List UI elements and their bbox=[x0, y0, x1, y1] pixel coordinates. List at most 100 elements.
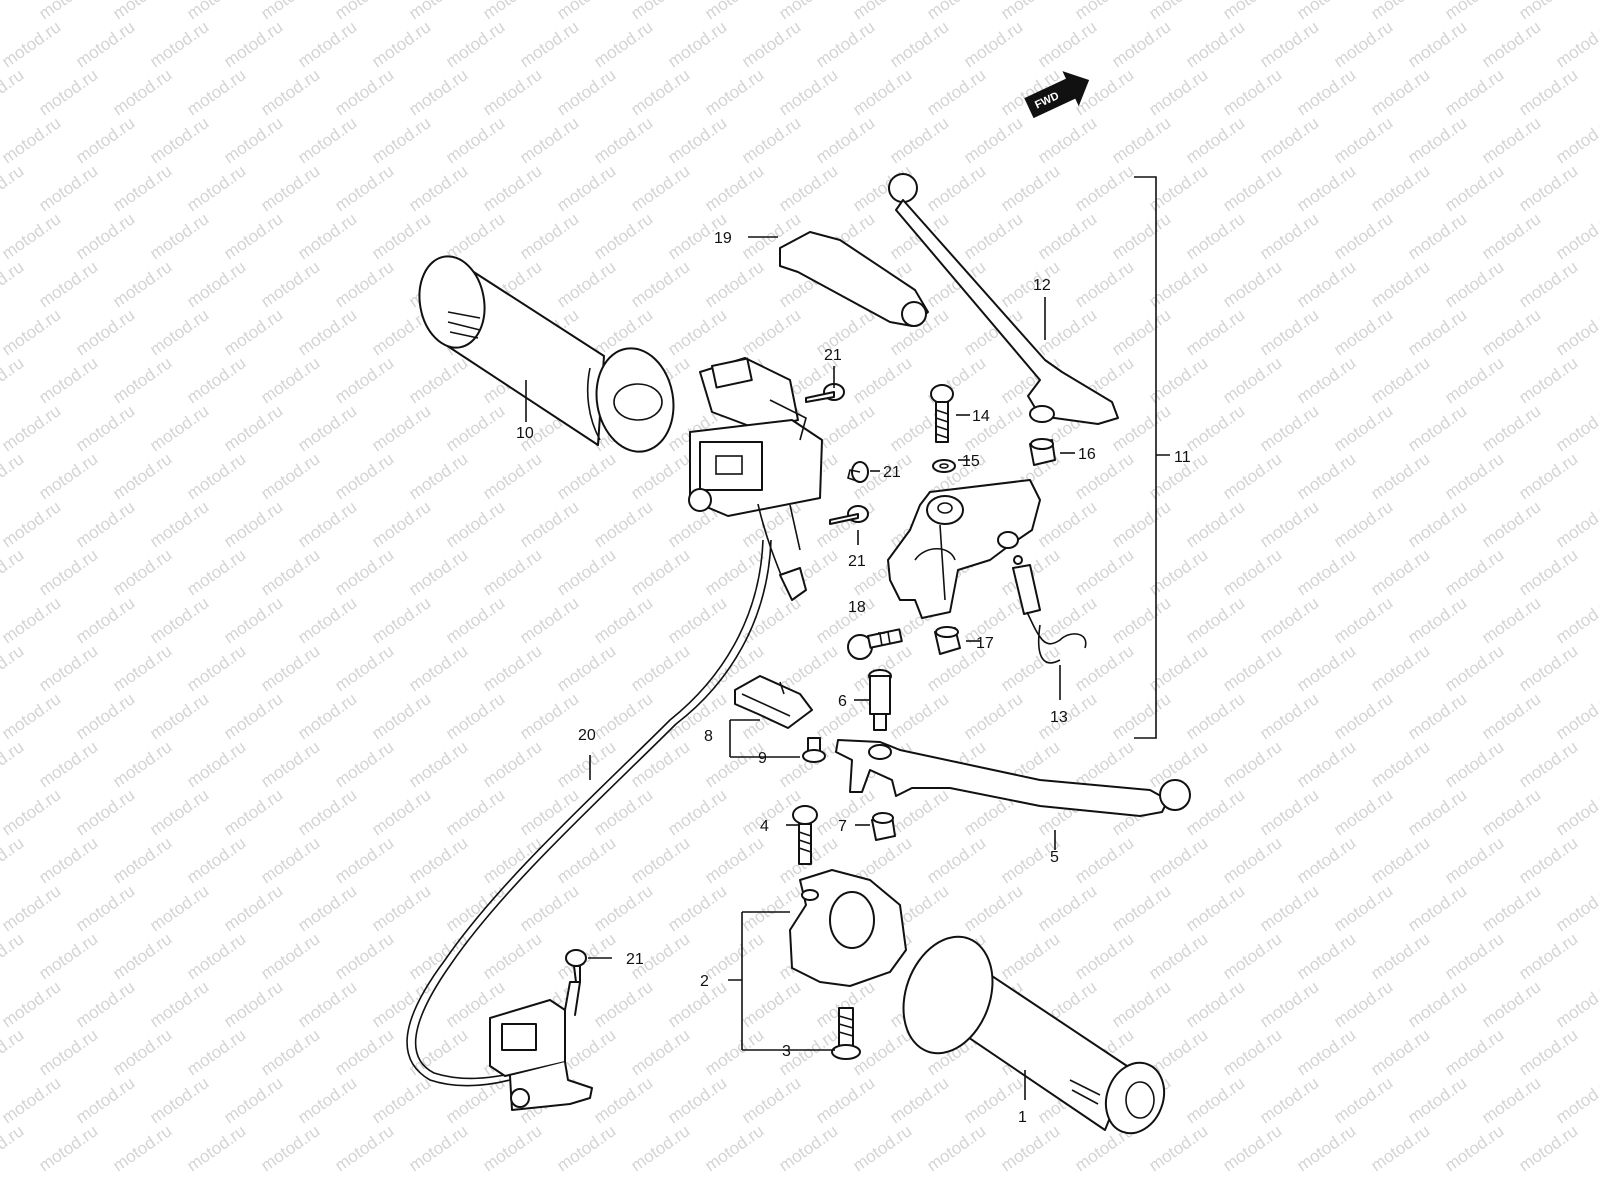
watermark-text: motod.ru bbox=[590, 209, 656, 263]
watermark-text: motod.ru bbox=[1293, 353, 1359, 407]
watermark-text: motod.ru bbox=[1404, 785, 1470, 839]
watermark-text: motod.ru bbox=[0, 881, 64, 935]
watermark-text: motod.ru bbox=[35, 353, 101, 407]
watermark-text: motod.ru bbox=[1441, 929, 1507, 983]
watermark-text: motod.ru bbox=[405, 737, 471, 791]
throttle-housing bbox=[789, 869, 907, 987]
watermark-text: motod.ru bbox=[1293, 833, 1359, 887]
callout-21-d: 21 bbox=[626, 951, 644, 968]
watermark-text: motod.ru bbox=[479, 449, 545, 503]
watermark-text: motod.ru bbox=[1478, 593, 1544, 647]
watermark-text: motod.ru bbox=[1404, 305, 1470, 359]
watermark-text: motod.ru bbox=[146, 497, 212, 551]
watermark-text: motod.ru bbox=[1256, 305, 1322, 359]
watermark-text: motod.ru bbox=[1145, 65, 1211, 119]
watermark-text: motod.ru bbox=[479, 545, 545, 599]
watermark-text: motod.ru bbox=[997, 929, 1063, 983]
watermark-text: motod.ru bbox=[1256, 689, 1322, 743]
watermark-text: motod.ru bbox=[72, 1073, 138, 1127]
watermark-text: motod.ru bbox=[812, 305, 878, 359]
watermark-text: motod.ru bbox=[72, 977, 138, 1031]
hazard-switch bbox=[489, 981, 593, 1111]
watermark-text: motod.ru bbox=[1108, 977, 1174, 1031]
watermark-text: motod.ru bbox=[1330, 497, 1396, 551]
watermark-text: motod.ru bbox=[627, 833, 693, 887]
watermark-text: motod.ru bbox=[220, 593, 286, 647]
callout-14: 14 bbox=[972, 408, 990, 425]
watermark-text: motod.ru bbox=[257, 545, 323, 599]
watermark-text: motod.ru bbox=[1293, 737, 1359, 791]
nut-16 bbox=[1029, 438, 1056, 466]
watermark-text: motod.ru bbox=[590, 113, 656, 167]
watermark-text: motod.ru bbox=[886, 689, 952, 743]
watermark-text: motod.ru bbox=[0, 65, 27, 119]
watermark-text: motod.ru bbox=[72, 689, 138, 743]
watermark-text: motod.ru bbox=[0, 161, 27, 215]
watermark-text: motod.ru bbox=[35, 833, 101, 887]
watermark-text: motod.ru bbox=[701, 1121, 767, 1175]
watermark-text: motod.ru bbox=[257, 161, 323, 215]
watermark-text: motod.ru bbox=[35, 545, 101, 599]
watermark-text: motod.ru bbox=[146, 401, 212, 455]
watermark-text: motod.ru bbox=[1256, 977, 1322, 1031]
watermark-text: motod.ru bbox=[0, 545, 27, 599]
watermark-text: motod.ru bbox=[1145, 929, 1211, 983]
watermark-text: motod.ru bbox=[257, 65, 323, 119]
watermark-text: motod.ru bbox=[1552, 689, 1600, 743]
watermark-text: motod.ru bbox=[405, 833, 471, 887]
watermark-text: motod.ru bbox=[960, 401, 1026, 455]
watermark-text: motod.ru bbox=[0, 497, 64, 551]
watermark-text: motod.ru bbox=[1256, 593, 1322, 647]
watermark-text: motod.ru bbox=[1034, 209, 1100, 263]
watermark-text: motod.ru bbox=[1330, 1073, 1396, 1127]
watermark-text: motod.ru bbox=[1182, 785, 1248, 839]
watermark-text: motod.ru bbox=[72, 593, 138, 647]
watermark-text: motod.ru bbox=[923, 833, 989, 887]
watermark-text: motod.ru bbox=[886, 17, 952, 71]
callout-5: 5 bbox=[1050, 849, 1059, 866]
watermark-text: motod.ru bbox=[294, 593, 360, 647]
watermark-text: motod.ru bbox=[553, 161, 619, 215]
watermark-text: motod.ru bbox=[1293, 0, 1359, 23]
watermark-text: motod.ru bbox=[1441, 833, 1507, 887]
watermark-text: motod.ru bbox=[553, 257, 619, 311]
watermark-text: motod.ru bbox=[72, 785, 138, 839]
watermark-text: motod.ru bbox=[664, 113, 730, 167]
watermark-text: motod.ru bbox=[183, 353, 249, 407]
watermark-text: motod.ru bbox=[146, 977, 212, 1031]
screw-9 bbox=[802, 737, 826, 763]
watermark-text: motod.ru bbox=[590, 497, 656, 551]
watermark-text: motod.ru bbox=[368, 17, 434, 71]
watermark-text: motod.ru bbox=[109, 0, 175, 23]
watermark-text: motod.ru bbox=[442, 593, 508, 647]
watermark-text: motod.ru bbox=[368, 593, 434, 647]
watermark-text: motod.ru bbox=[1367, 1025, 1433, 1079]
watermark-text: motod.ru bbox=[35, 65, 101, 119]
watermark-text: motod.ru bbox=[1441, 65, 1507, 119]
watermark-text: motod.ru bbox=[1145, 833, 1211, 887]
watermark-text: motod.ru bbox=[1367, 65, 1433, 119]
watermark-text: motod.ru bbox=[1256, 401, 1322, 455]
watermark-text: motod.ru bbox=[1515, 1121, 1581, 1175]
watermark-text: motod.ru bbox=[479, 929, 545, 983]
watermark-text: motod.ru bbox=[1404, 689, 1470, 743]
watermark-text: motod.ru bbox=[1330, 593, 1396, 647]
watermark-text: motod.ru bbox=[1515, 641, 1581, 695]
watermark-text: motod.ru bbox=[257, 257, 323, 311]
watermark-text: motod.ru bbox=[331, 545, 397, 599]
watermark-text: motod.ru bbox=[1478, 785, 1544, 839]
watermark-text: motod.ru bbox=[590, 881, 656, 935]
watermark-text: motod.ru bbox=[701, 929, 767, 983]
watermark-text: motod.ru bbox=[35, 1121, 101, 1175]
watermark-text: motod.ru bbox=[35, 641, 101, 695]
watermark-text: motod.ru bbox=[960, 881, 1026, 935]
watermark-text: motod.ru bbox=[1293, 641, 1359, 695]
watermark-text: motod.ru bbox=[1330, 977, 1396, 1031]
watermark-text: motod.ru bbox=[516, 209, 582, 263]
watermark-text: motod.ru bbox=[1330, 689, 1396, 743]
watermark-text: motod.ru bbox=[146, 785, 212, 839]
callout-6: 6 bbox=[838, 693, 847, 710]
watermark-text: motod.ru bbox=[812, 1073, 878, 1127]
watermark-text: motod.ru bbox=[0, 929, 27, 983]
watermark-text: motod.ru bbox=[294, 497, 360, 551]
